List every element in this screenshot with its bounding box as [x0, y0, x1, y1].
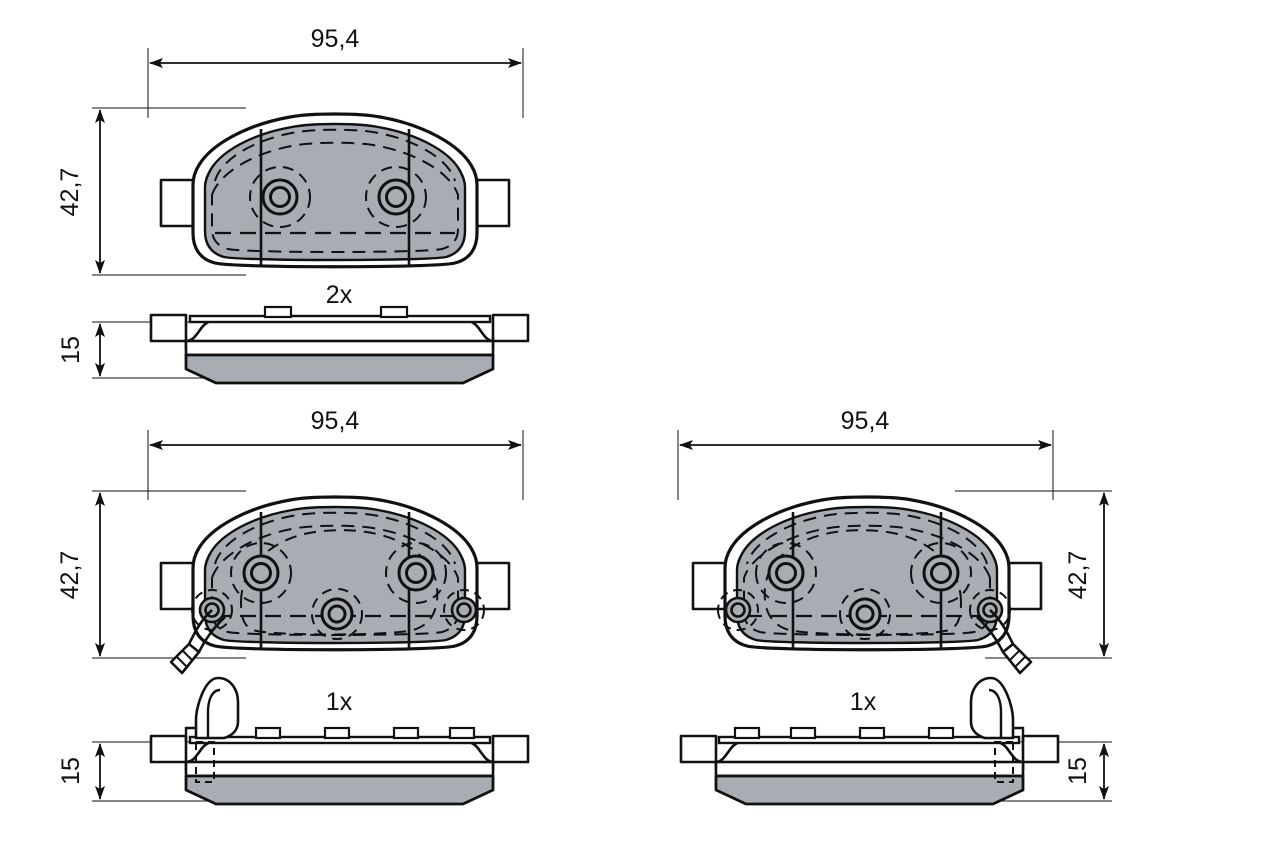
- side-tab: [379, 305, 409, 319]
- quantity-label-right: 1x: [850, 688, 877, 716]
- dimension-height-top-label: 42,7: [56, 168, 84, 217]
- side-tab: [733, 726, 761, 740]
- side-tab: [858, 726, 886, 740]
- view-right-pad: 95,4 42,7 1x: [677, 407, 1112, 806]
- dimension-height-left-label: 42,7: [56, 551, 84, 600]
- view-left-pad: 95,4 42,7: [56, 407, 530, 806]
- side-tab: [263, 305, 293, 319]
- view-top-pad: 95,4 42,7 2x 15: [56, 25, 530, 385]
- dimension-width-left: 95,4: [147, 407, 524, 500]
- pad-side-view-top: [149, 305, 530, 385]
- dimension-height-right: 42,7: [955, 490, 1112, 659]
- side-tab: [392, 726, 420, 740]
- side-tab: [323, 726, 351, 740]
- dimension-thickness-top-label: 15: [57, 336, 85, 364]
- side-tab: [448, 726, 476, 740]
- dimension-width-left-label: 95,4: [311, 407, 360, 435]
- pad-front-view-top: [159, 112, 511, 269]
- dimension-thickness-right: 15: [975, 741, 1112, 802]
- quantity-label-left: 1x: [326, 688, 353, 716]
- wear-sensor-lead: [976, 609, 1033, 675]
- pad-side-view-left: [149, 676, 530, 806]
- dimension-height-right-label: 42,7: [1064, 551, 1092, 600]
- dimension-height-top: 42,7: [56, 107, 246, 276]
- pad-side-view-right: [679, 676, 1060, 806]
- dimension-height-left: 42,7: [56, 490, 246, 659]
- dimension-thickness-left-label: 15: [57, 757, 85, 785]
- dimension-width-top: 95,4: [147, 25, 524, 118]
- wear-sensor-clip: [184, 676, 240, 783]
- side-tab: [789, 726, 817, 740]
- wear-sensor-clip: [969, 676, 1025, 783]
- dimension-width-right-label: 95,4: [841, 407, 890, 435]
- dimension-thickness-right-label: 15: [1064, 757, 1092, 785]
- wear-sensor-lead: [169, 609, 226, 675]
- side-tab: [254, 726, 282, 740]
- dimension-width-right: 95,4: [677, 407, 1054, 500]
- quantity-label-top: 2x: [326, 281, 353, 309]
- pad-front-view-left: [159, 495, 511, 675]
- pad-front-view-right: [691, 495, 1043, 675]
- dimension-width-top-label: 95,4: [311, 25, 360, 53]
- side-tab: [927, 726, 955, 740]
